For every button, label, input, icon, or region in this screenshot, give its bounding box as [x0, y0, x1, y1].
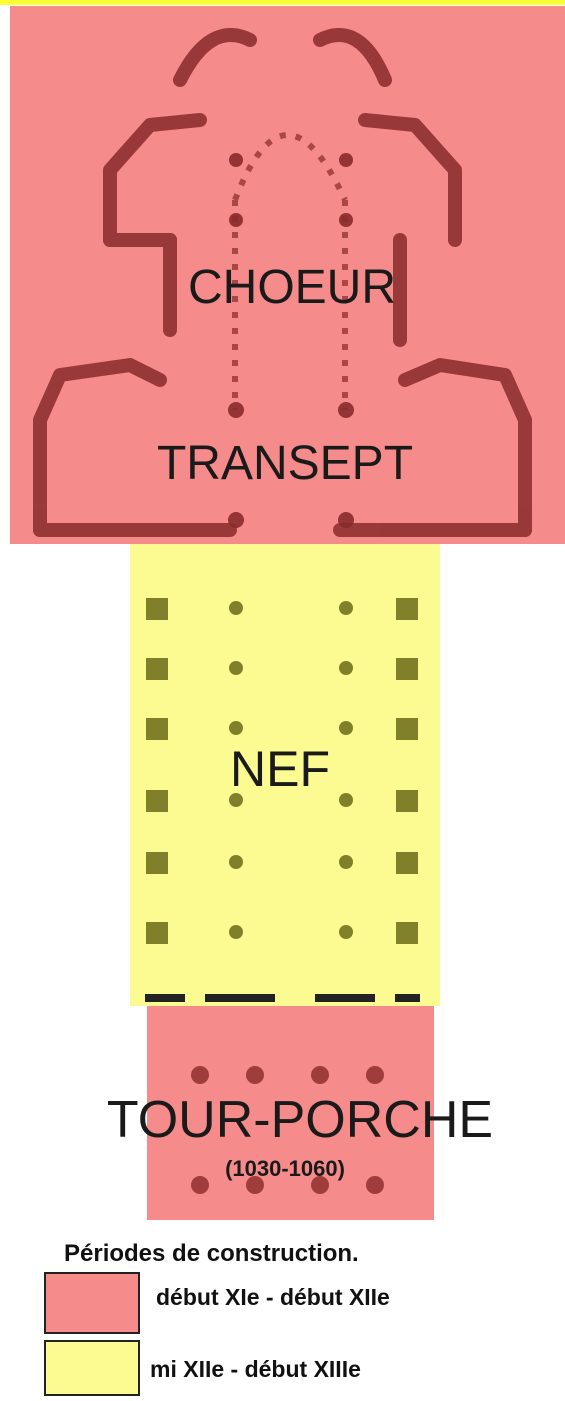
zone-choeur-transept — [10, 6, 565, 544]
apse-ambulatory — [232, 132, 348, 410]
legend-swatch-late — [44, 1340, 140, 1396]
label-tour-porche-dates: (1030-1060) — [225, 1156, 345, 1181]
label-choeur: CHOEUR — [187, 261, 396, 314]
label-tour-porche: TOUR-PORCHE — [106, 1091, 494, 1149]
plan-walls — [33, 28, 532, 537]
zone-nef — [130, 544, 440, 1006]
choeur-columns — [228, 153, 354, 528]
legend-swatch-early — [44, 1272, 140, 1334]
nef-porche-threshold — [145, 994, 420, 1002]
legend-label-early: début XIe - début XIIe — [156, 1284, 390, 1310]
label-nef: NEF — [230, 741, 330, 797]
nef-columns — [146, 598, 418, 944]
legend-title: Périodes de construction. — [64, 1240, 359, 1267]
church-floor-plan — [33, 28, 532, 1194]
label-transept: TRANSEPT — [156, 437, 414, 490]
legend-label-late: mi XIIe - début XIIIe — [150, 1356, 361, 1382]
porche-columns — [191, 1066, 384, 1194]
top-border — [0, 0, 565, 5]
